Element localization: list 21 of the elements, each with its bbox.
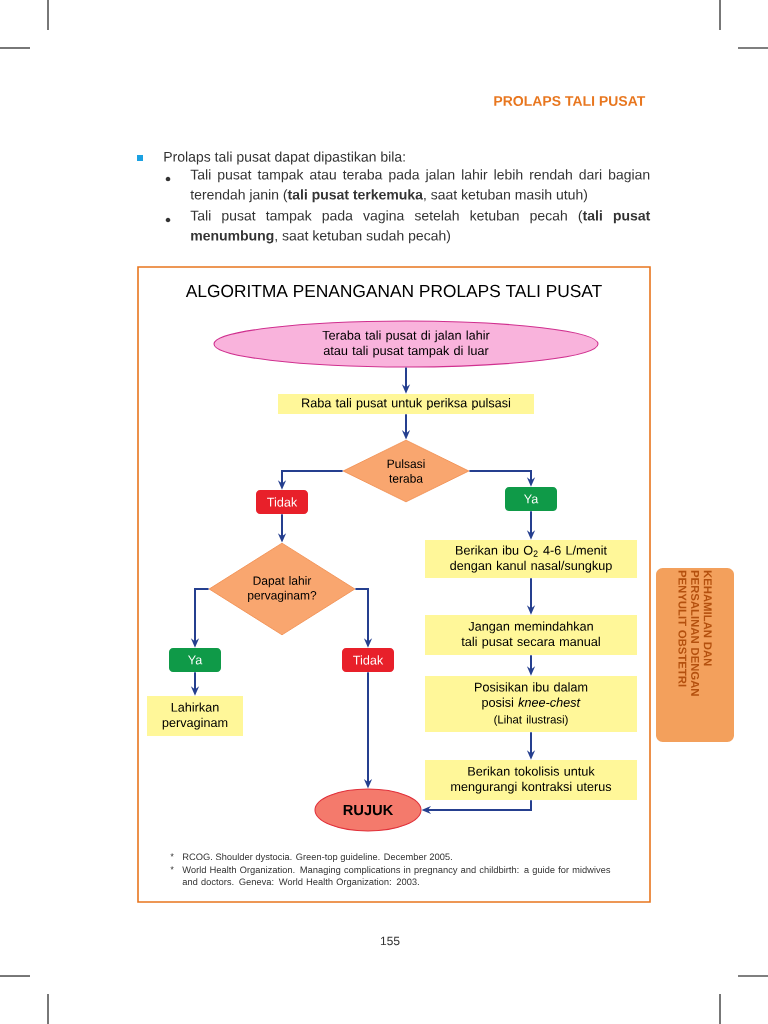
page-number: 155 xyxy=(380,936,400,946)
running-header: PROLAPS TALI PUSAT xyxy=(494,96,646,106)
footnote: RCOG. Shoulder dystocia. Green-top guideline. December 2005. xyxy=(183,853,452,862)
process-box: Posisikan ibu dalam posisi knee-chest (Lihat ilustrasi) xyxy=(425,676,637,732)
process-box: Jangan memindahkan tali pusat secara manual xyxy=(425,615,637,655)
intro-text: Prolaps tali pusat dapat dipastikan bila: xyxy=(164,151,405,165)
footnote-mark: * xyxy=(170,866,174,870)
answer-badge: Ya xyxy=(505,487,557,511)
footnote: World Health Organization. Managing complications in pregnancy and childbirth: a guide for midwives and doctors. Geneva: World Health Organization: 2003. xyxy=(182,866,611,887)
answer-badge: Tidak xyxy=(342,648,394,672)
flowchart-title: ALGORITMA PENANGANAN PROLAPS TALI PUSAT xyxy=(185,284,602,298)
answer-badge: Tidak xyxy=(256,490,308,514)
footnote-mark: * xyxy=(170,853,174,857)
process-box: Lahirkan pervaginam xyxy=(147,696,243,736)
process-box: Raba tali pusat untuk periksa pulsasi xyxy=(278,394,534,414)
bullet-text: Tali pusat tampak atau teraba pada jalan lahir lebih rendah dari bagian terendah janin (tali pusat terkemuka, saat ketuban masih utuh) xyxy=(190,169,650,203)
bullet-text: Tali pusat tampak pada vagina setelah ketuban pecah (tali pusat menumbung, saat ketuban sudah pecah) xyxy=(190,210,651,244)
answer-badge: Ya xyxy=(169,648,221,672)
process-box: Berikan ibu O$_{2}$ 4-6 L/menit dengan kanul nasal/sungkup xyxy=(425,540,637,578)
side-tab-text: KEHAMILAN DAN PERSALINAN DENGAN PENYULIT OBSTETRI xyxy=(678,570,712,696)
process-box: Berikan tokolisis untuk mengurangi kontraksi uterus xyxy=(425,760,637,800)
